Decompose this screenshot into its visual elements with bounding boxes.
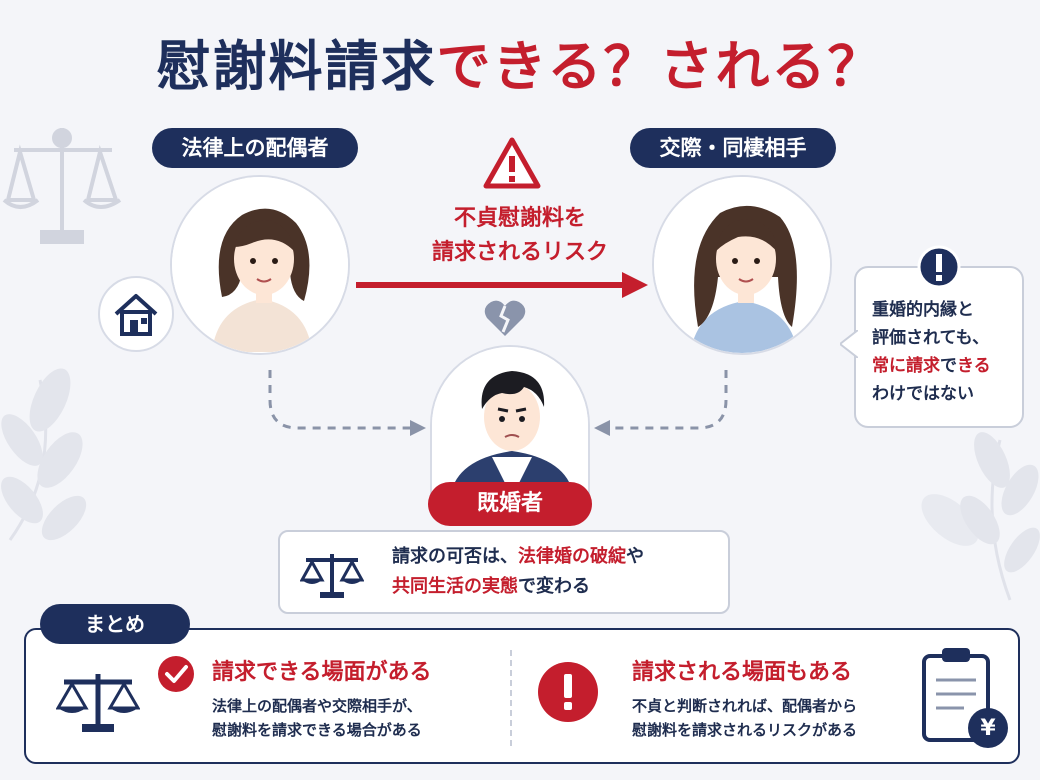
- risk-line1: 不貞慰謝料を: [453, 206, 586, 231]
- clipboard-icon: [922, 648, 1008, 748]
- summary-tab: まとめ: [40, 604, 190, 644]
- spouse-label: 法律上の配偶者: [152, 128, 358, 168]
- summary-left-line2: 慰謝料を請求できる場合がある: [212, 721, 422, 739]
- callout-line1: 重婚的内縁と: [872, 300, 974, 320]
- spouse-avatar: [170, 175, 350, 355]
- risk-arrow: [356, 272, 648, 298]
- check-icon: [158, 656, 194, 692]
- info-line1-red: 法律婚の破綻: [518, 546, 626, 567]
- summary-divider: [510, 650, 512, 746]
- risk-line2: 請求されるリスク: [431, 240, 608, 265]
- callout-line3-mid: で: [940, 356, 957, 376]
- bg-scales-icon: [2, 128, 122, 244]
- bg-leaves-right: [921, 432, 1040, 601]
- info-line1-b: や: [626, 546, 644, 567]
- summary-scales-icon: [56, 674, 140, 732]
- summary-left-line1: 法律上の配偶者や交際相手が、: [212, 697, 422, 715]
- callout-pointer: [840, 330, 858, 358]
- title-part1: 慰謝料請求: [156, 35, 437, 98]
- title-part2: できる？される？: [436, 35, 884, 98]
- info-line2-b: で変わる: [518, 576, 590, 597]
- summary-right-line1: 不貞と判断されれば、配偶者から: [632, 697, 858, 715]
- house-bubble: [98, 276, 174, 352]
- summary-right-line2: 慰謝料を請求されるリスクがある: [632, 721, 858, 739]
- broken-heart-icon: [484, 300, 526, 336]
- callout-line2: 評価されても、: [872, 328, 990, 348]
- bg-leaves-left: [1, 368, 87, 541]
- risk-text: 不貞慰謝料を 請求されるリスク: [380, 202, 660, 270]
- page-title: 慰謝料請求できる？される？: [0, 22, 1040, 101]
- dashed-arrow-left: [268, 370, 414, 430]
- info-line2-red: 共同生活の実態: [392, 576, 518, 597]
- house-icon: [114, 294, 158, 336]
- info-line1: 請求の可否は、法律婚の破綻や: [392, 542, 644, 572]
- summary-left-heading: 請求できる場面がある: [212, 660, 432, 685]
- summary-panel: 請求できる場面がある 法律上の配偶者や交際相手が、 慰謝料を請求できる場合がある…: [24, 628, 1020, 764]
- married-label: 既婚者: [428, 482, 592, 526]
- exclamation-icon: [917, 245, 961, 289]
- callout-line4: わけではない: [872, 384, 974, 404]
- summary-right-heading: 請求される場面もある: [632, 660, 853, 685]
- warning-icon: [483, 137, 541, 189]
- yen-symbol: ¥: [980, 716, 996, 741]
- partner-label: 交際・同棲相手: [630, 128, 836, 168]
- summary-right: 請求される場面もある 不貞と判断されれば、配偶者から 慰謝料を請求されるリスクが…: [632, 654, 857, 742]
- married-avatar: [430, 345, 590, 495]
- info-line1-a: 請求の可否は、: [392, 546, 518, 567]
- dashed-arrow-right: [606, 370, 728, 430]
- partner-avatar: [652, 175, 832, 355]
- callout-line3-red-a: 常に請求: [872, 356, 940, 376]
- alert-icon: [538, 662, 598, 722]
- info-line2: 共同生活の実態で変わる: [392, 572, 644, 602]
- info-box: 請求の可否は、法律婚の破綻や 共同生活の実態で変わる: [278, 530, 730, 614]
- callout-line3: 常に請求できる: [872, 352, 991, 380]
- callout-box: 重婚的内縁と 評価されても、 常に請求できる わけではない: [840, 245, 1024, 428]
- callout-line3-red-b: きる: [957, 356, 991, 376]
- summary-left: 請求できる場面がある 法律上の配偶者や交際相手が、 慰謝料を請求できる場合がある: [212, 654, 432, 742]
- scales-icon: [300, 554, 364, 598]
